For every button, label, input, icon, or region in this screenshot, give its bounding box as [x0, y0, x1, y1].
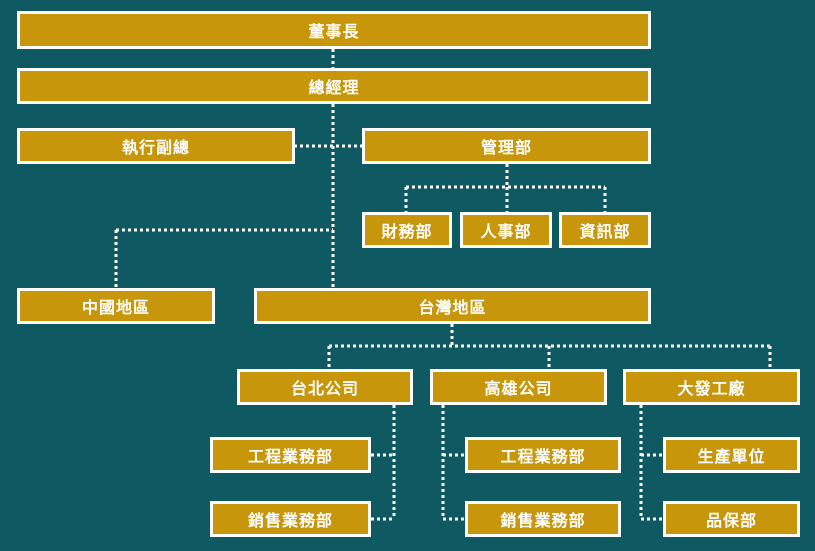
- it-dept-box: 資訊部: [559, 212, 651, 248]
- hr-dept-box: 人事部: [460, 212, 552, 248]
- quality-dept-box: 品保部: [663, 501, 800, 537]
- kaohsiung-engineering-box: 工程業務部: [465, 437, 621, 473]
- management-dept-box: 管理部: [362, 128, 651, 164]
- kaohsiung-sales-box: 銷售業務部: [465, 501, 621, 537]
- taipei-company-box: 台北公司: [237, 369, 413, 405]
- taiwan-region-box: 台灣地區: [254, 288, 651, 324]
- dafa-factory-box: 大發工廠: [623, 369, 800, 405]
- chairman-box: 董事長: [17, 11, 651, 49]
- general-manager-box: 總經理: [17, 68, 651, 104]
- taipei-sales-box: 銷售業務部: [210, 501, 371, 537]
- taipei-engineering-box: 工程業務部: [210, 437, 371, 473]
- china-region-box: 中國地區: [17, 288, 215, 324]
- finance-dept-box: 財務部: [362, 212, 452, 248]
- kaohsiung-company-box: 高雄公司: [430, 369, 607, 405]
- production-unit-box: 生產單位: [663, 437, 800, 473]
- executive-vp-box: 執行副總: [17, 128, 295, 164]
